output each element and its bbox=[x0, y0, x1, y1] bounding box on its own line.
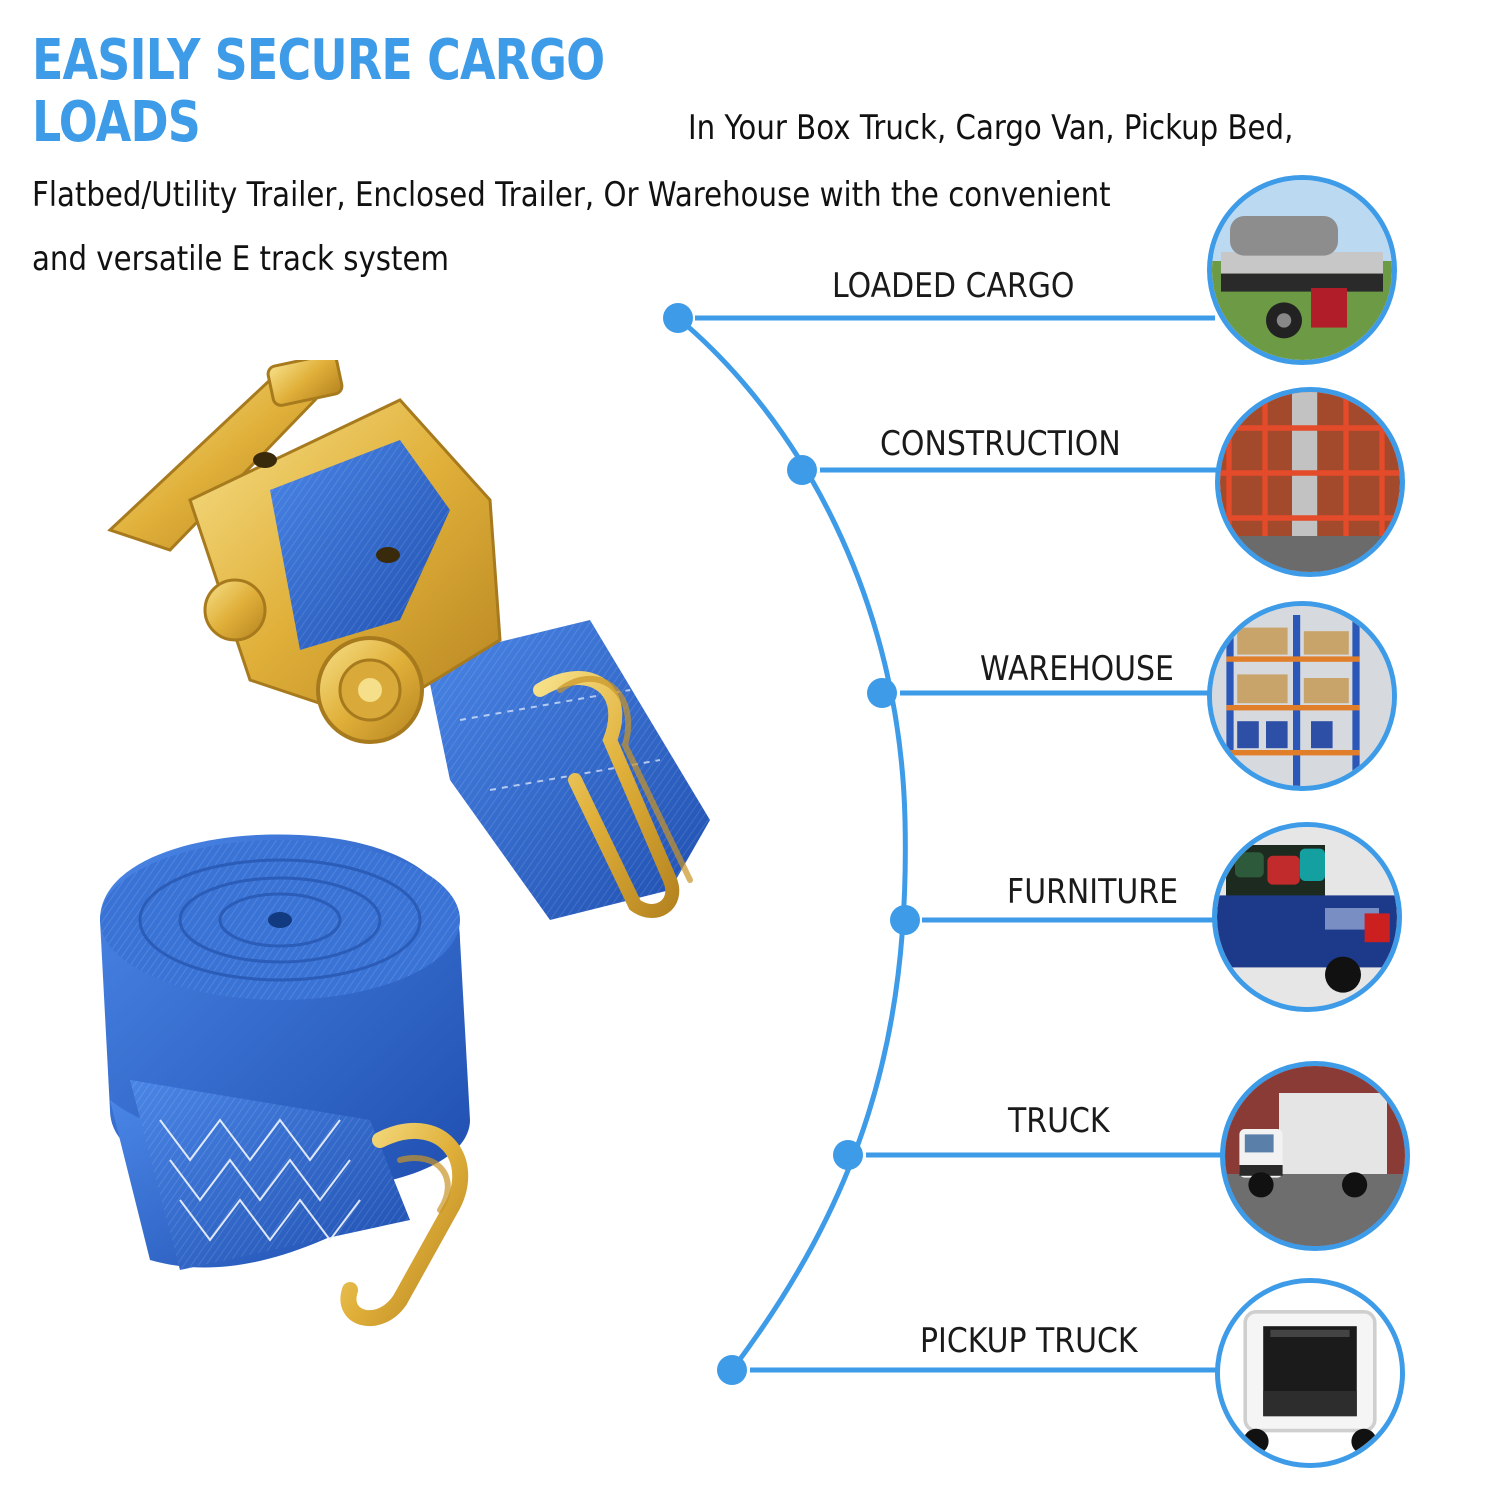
upper-j-hook bbox=[533, 671, 693, 918]
connector-dot-1 bbox=[663, 303, 693, 333]
connector-lines bbox=[695, 315, 1222, 1373]
headline: EASILY SECURE CARGO LOADS In Your Box Tr… bbox=[32, 30, 1392, 291]
connector-dot-3 bbox=[867, 678, 897, 708]
use-label-pickup-truck: PICKUP TRUCK bbox=[920, 1321, 1138, 1361]
connector-dot-5 bbox=[833, 1140, 863, 1170]
headline-title: EASILY SECURE CARGO LOADS bbox=[32, 28, 605, 155]
lower-j-hook bbox=[340, 1122, 469, 1326]
box-truck-photo bbox=[1220, 1061, 1410, 1251]
cargo-van-interior-photo bbox=[1215, 1278, 1405, 1468]
scaffolding-photo bbox=[1215, 387, 1405, 577]
headline-body: Flatbed/Utility Trailer, Enclosed Traile… bbox=[32, 163, 1150, 291]
pickup-bed-cargo-photo bbox=[1212, 822, 1402, 1012]
use-label-warehouse: WAREHOUSE bbox=[980, 649, 1174, 689]
headline-subtitle-inline: In Your Box Truck, Cargo Van, Pickup Bed… bbox=[688, 107, 1294, 148]
flatbed-trailer-photo bbox=[1207, 175, 1397, 365]
webbing-tail bbox=[110, 1080, 410, 1270]
use-label-truck: TRUCK bbox=[1008, 1101, 1110, 1141]
use-label-loaded-cargo: LOADED CARGO bbox=[832, 266, 1075, 306]
headline-line-1: EASILY SECURE CARGO LOADS In Your Box Tr… bbox=[32, 30, 1392, 153]
warehouse-racks-photo bbox=[1207, 601, 1397, 791]
use-label-construction: CONSTRUCTION bbox=[880, 424, 1121, 464]
ratchet-buckle bbox=[107, 360, 502, 744]
connector-dot-2 bbox=[787, 455, 817, 485]
headline-body-line-1: Flatbed/Utility Trailer, Enclosed Traile… bbox=[32, 175, 1111, 216]
ratchet-strap-illustration bbox=[100, 360, 710, 1326]
use-label-furniture: FURNITURE bbox=[1007, 872, 1178, 912]
headline-body-line-2: and versatile E track system bbox=[32, 239, 449, 280]
connector-dot-4 bbox=[890, 905, 920, 935]
